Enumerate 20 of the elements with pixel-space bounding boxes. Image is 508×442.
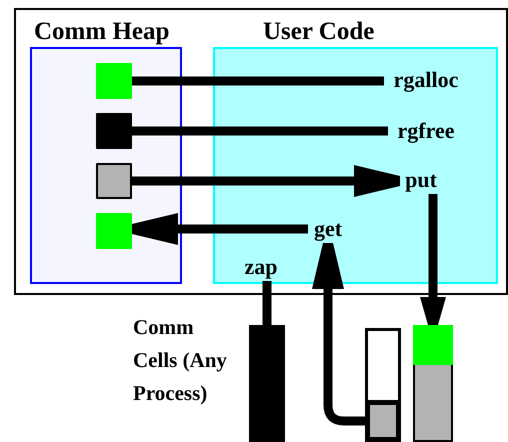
memory-cell xyxy=(96,163,132,199)
connector-line xyxy=(262,281,272,325)
operation-label: get xyxy=(308,215,348,243)
memory-cell xyxy=(96,213,132,249)
memory-cell xyxy=(96,63,132,99)
connector-line xyxy=(132,126,388,136)
memory-cell xyxy=(96,113,132,149)
connector-line xyxy=(132,76,384,86)
operation-label: rgalloc xyxy=(384,66,468,94)
memory-cell xyxy=(413,325,453,365)
panel-title: User Code xyxy=(263,17,374,47)
comm-cell-bar xyxy=(413,325,453,442)
operation-label: put xyxy=(400,166,442,194)
comm-cell-bar xyxy=(365,328,401,442)
comm-cell-bar xyxy=(249,325,285,442)
operation-label: zap xyxy=(240,253,282,281)
caption-text: Comm Cells (Any Process) xyxy=(133,314,228,407)
panel-title: Comm Heap xyxy=(34,17,170,47)
operation-label: rgfree xyxy=(388,117,464,145)
memory-cell xyxy=(365,400,401,442)
